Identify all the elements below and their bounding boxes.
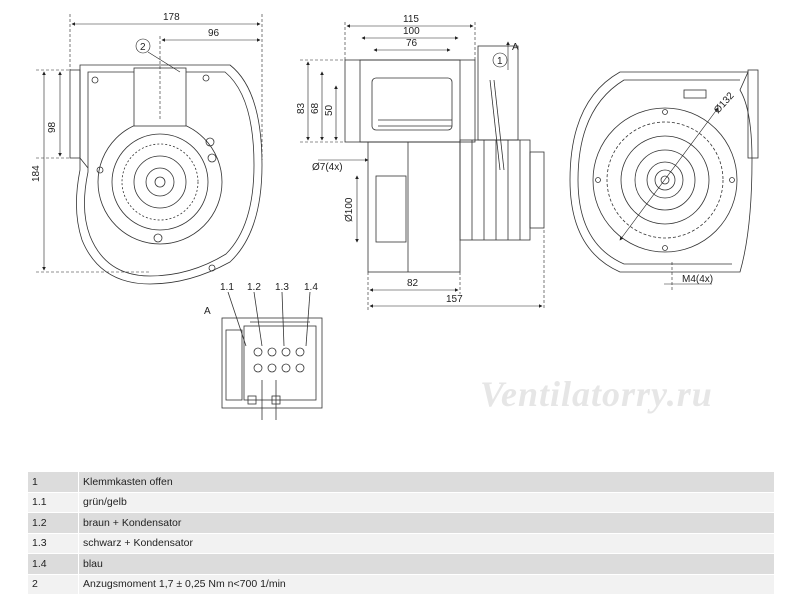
legend-text: blau (78, 553, 774, 575)
dim-height-total: 184 (31, 165, 42, 182)
legend-key: 1 (28, 472, 79, 493)
side-view (344, 45, 545, 273)
legend-text: Klemmkasten offen (78, 472, 774, 493)
technical-drawing: Ventilatorry.ru 178 (31, 12, 759, 420)
back-housing-outline (569, 71, 753, 273)
legend-row: 1.1 grün/gelb (28, 492, 774, 513)
legend-text: grün/gelb (78, 492, 774, 513)
front-housing-outline (76, 64, 263, 285)
front-housing-inner (84, 71, 255, 277)
dim-m4: M4(4x) (682, 274, 713, 285)
dim-dia132: Ø132 (712, 90, 737, 116)
legend-text: Anzugsmoment 1,7 ± 0,25 Nm n<700 1/min (78, 574, 774, 595)
side-terminal-box (477, 45, 519, 141)
legend-row: 2 Anzugsmoment 1,7 ± 0,25 Nm n<700 1/min (28, 574, 774, 595)
front-callout-2: 2 (140, 42, 146, 53)
back-circle-132 (592, 107, 738, 253)
terminal-view-label-a: A (204, 306, 211, 317)
legend-table: 1 Klemmkasten offen 1.1 grün/gelb 1.2 br… (28, 472, 774, 595)
dim-82: 82 (407, 278, 419, 289)
dim-width-partial: 96 (208, 28, 220, 39)
terminal-callout-1-1: 1.1 (220, 282, 234, 293)
front-outlet-flange (69, 69, 81, 159)
side-callout-1: 1 (497, 56, 503, 67)
legend-row: 1.3 schwarz + Kondensator (28, 533, 774, 554)
back-dimensions (619, 107, 719, 290)
front-view (69, 64, 263, 285)
legend-text: braun + Kondensator (78, 512, 774, 534)
legend-key: 1.1 (28, 492, 79, 513)
side-dimensions (300, 22, 545, 310)
legend-row: 1 Klemmkasten offen (28, 472, 774, 493)
watermark: Ventilatorry.ru (480, 374, 713, 414)
side-view-label-a: A (512, 42, 519, 53)
terminal-callout-1-3: 1.3 (275, 282, 289, 293)
dim-115: 115 (403, 14, 419, 25)
back-outlet-flange (747, 69, 759, 159)
terminal-box-outline (221, 317, 323, 409)
dim-76: 76 (406, 38, 418, 49)
legend-key: 1.4 (28, 553, 79, 575)
side-housing (367, 141, 461, 273)
dim-height-outlet: 98 (47, 121, 58, 133)
dim-dia100: Ø100 (344, 197, 355, 222)
dim-83: 83 (296, 102, 307, 114)
terminal-callout-1-4: 1.4 (304, 282, 318, 293)
legend-row: 1.4 blau (28, 553, 774, 575)
legend-key: 1.3 (28, 533, 79, 554)
dim-width-total: 178 (163, 12, 180, 23)
front-motor-outer (97, 119, 223, 245)
dim-157: 157 (446, 294, 463, 305)
dim-holes: Ø7(4x) (312, 162, 343, 173)
dim-50: 50 (324, 104, 335, 116)
front-dimensions (36, 14, 263, 273)
terminal-view (221, 291, 323, 420)
legend-text: schwarz + Kondensator (78, 533, 774, 554)
dim-68: 68 (310, 102, 321, 114)
side-motor (459, 139, 531, 241)
legend-key: 2 (28, 574, 79, 595)
legend-row: 1.2 braun + Kondensator (28, 512, 774, 534)
dim-100: 100 (403, 26, 420, 37)
terminal-callout-1-2: 1.2 (247, 282, 261, 293)
legend-key: 1.2 (28, 512, 79, 534)
